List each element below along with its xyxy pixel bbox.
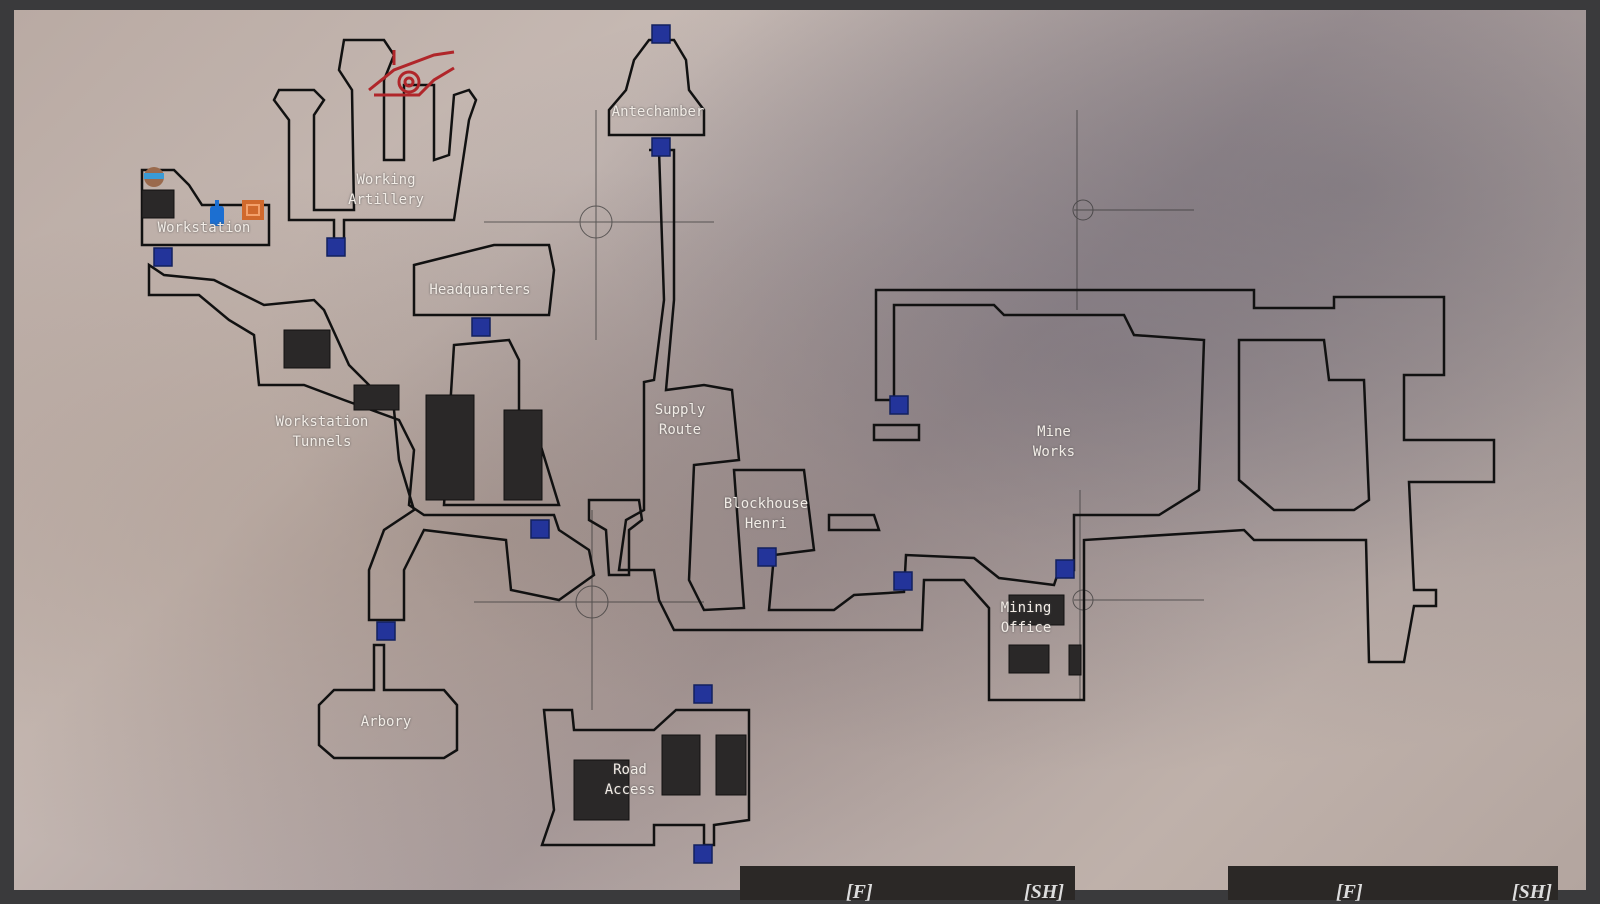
map-crosshair <box>474 110 1204 710</box>
room-label-mine-works[interactable]: Mine Works <box>1032 424 1076 460</box>
room-label-workstation-tunnels[interactable]: Workstation Tunnels <box>275 414 369 450</box>
room-label-headquarters[interactable]: Headquarters <box>429 282 531 298</box>
room-label-working-artillery[interactable]: Working Artillery <box>348 172 424 208</box>
doors <box>153 24 1075 864</box>
room-label-antechamber[interactable]: Antechamber <box>611 104 705 120</box>
room-label-arbory[interactable]: Arbory <box>360 714 412 730</box>
map-outline <box>140 24 1496 864</box>
rubble <box>141 189 1082 821</box>
key-hint-f: [F] <box>846 881 873 903</box>
room-label-blockhouse-henri[interactable]: Blockhouse Henri <box>723 496 809 532</box>
key-hint-f: [F] <box>1336 881 1363 903</box>
game-map[interactable]: Antechamber Working Artillery Workstatio… <box>14 10 1586 890</box>
room-outlines <box>140 38 1496 847</box>
artillery-icon[interactable] <box>368 50 455 97</box>
room-label-supply-route[interactable]: Supply Route <box>654 402 706 438</box>
lantern-icon[interactable] <box>210 200 224 226</box>
control-hint-bar: [F] [SH] <box>740 866 1075 903</box>
room-label-mining-office[interactable]: Mining Office <box>1000 600 1052 636</box>
player-marker-icon[interactable] <box>144 167 164 187</box>
key-hint-shift: [SH] <box>1512 881 1552 903</box>
room-label-workstation[interactable]: Workstation <box>157 220 251 236</box>
room-label-road-access[interactable]: Road Access <box>604 762 656 798</box>
control-hint-bar-2: [F] [SH] <box>1228 866 1558 903</box>
key-hint-shift: [SH] <box>1024 881 1064 903</box>
crate-icon[interactable] <box>242 200 264 220</box>
